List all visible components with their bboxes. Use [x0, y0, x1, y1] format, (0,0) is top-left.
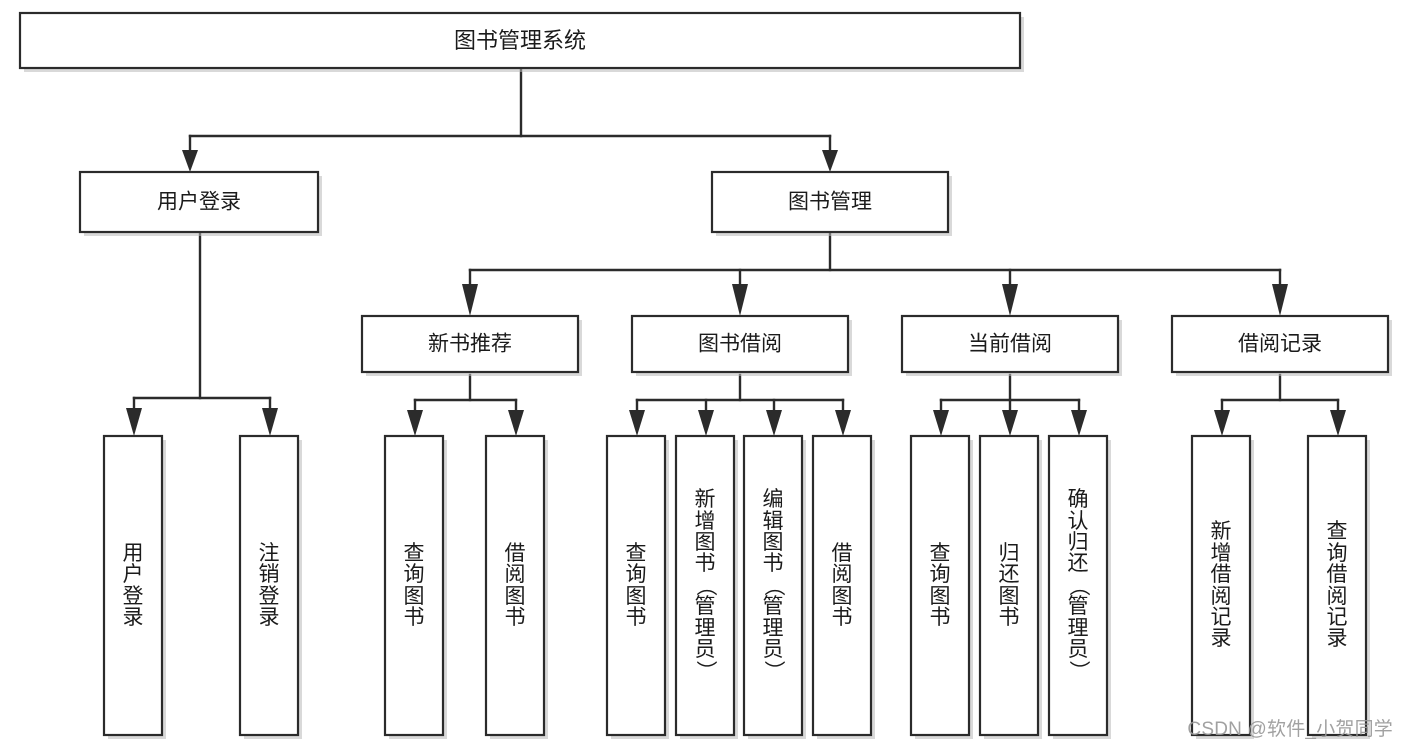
node-current-borrow-label: 当前借阅 [968, 333, 1052, 356]
node-leaf-add-book[interactable] [674, 434, 738, 739]
node-leaf-query-book-2-box[interactable] [605, 434, 667, 737]
node-book-manage[interactable]: 图书管理 [710, 170, 952, 236]
node-leaf-borrow-book-2[interactable] [811, 434, 875, 739]
arrow-user-login [182, 150, 198, 172]
node-leaf-query-book-1[interactable] [383, 434, 447, 739]
node-leaf-query-record-box[interactable] [1306, 434, 1368, 737]
edges-layer [126, 66, 1346, 436]
node-user-login-box[interactable] [78, 170, 320, 234]
arrow-borrow-record [1272, 284, 1288, 316]
arrow-current-borrow [1002, 284, 1018, 316]
node-leaf-return-book-box[interactable] [978, 434, 1040, 737]
node-root[interactable]: 图书管理系统 [18, 11, 1024, 72]
node-book-borrow-box[interactable] [630, 314, 850, 374]
node-borrow-record[interactable]: 借阅记录 [1170, 314, 1392, 376]
node-user-login-label: 用户登录 [157, 191, 241, 214]
node-new-book-recommend-label: 新书推荐 [428, 333, 512, 356]
node-borrow-record-label: 借阅记录 [1238, 333, 1322, 356]
arrow-leaf-user-login [126, 408, 142, 436]
node-leaf-edit-book[interactable] [742, 434, 806, 739]
node-leaf-confirm-return[interactable] [1047, 434, 1111, 739]
arrow-book-borrow [732, 284, 748, 316]
node-leaf-user-login-box[interactable] [102, 434, 164, 737]
node-leaf-query-book-3-box[interactable] [909, 434, 971, 737]
node-new-book-recommend-box[interactable] [360, 314, 580, 374]
arrow-leaf-query-book-2 [629, 410, 645, 436]
arrow-new-book-recommend [462, 284, 478, 316]
node-book-manage-box[interactable] [710, 170, 950, 234]
watermark-text: CSDN @软件_小贺同学 [1187, 719, 1393, 740]
node-leaf-query-book-2[interactable] [605, 434, 669, 739]
node-root-label: 图书管理系统 [454, 28, 586, 53]
node-borrow-record-box[interactable] [1170, 314, 1390, 374]
node-leaf-add-record[interactable] [1190, 434, 1254, 739]
arrow-leaf-user-logout [262, 408, 278, 436]
arrow-leaf-return-book [1002, 410, 1018, 436]
arrow-leaf-borrow-book-2 [835, 410, 851, 436]
arrow-leaf-query-record [1330, 410, 1346, 436]
node-user-login[interactable]: 用户登录 [78, 170, 322, 236]
arrow-leaf-query-book-1 [407, 410, 423, 436]
node-leaf-query-book-1-box[interactable] [383, 434, 445, 737]
node-leaf-borrow-book-1[interactable] [484, 434, 548, 739]
arrow-leaf-query-book-3 [933, 410, 949, 436]
node-root-box[interactable] [18, 11, 1022, 70]
node-leaf-user-logout[interactable] [238, 434, 302, 739]
arrow-book-manage [822, 150, 838, 172]
node-leaf-user-logout-box[interactable] [238, 434, 300, 737]
node-book-borrow-label: 图书借阅 [698, 333, 782, 356]
node-book-manage-label: 图书管理 [788, 191, 872, 214]
arrow-leaf-add-book [698, 410, 714, 436]
arrow-leaf-borrow-book-1 [508, 410, 524, 436]
arrow-leaf-add-record [1214, 410, 1230, 436]
nodes-layer: 图书管理系统 用户登录 图书管理 新书推荐 图书 [18, 11, 1392, 739]
node-current-borrow[interactable]: 当前借阅 [900, 314, 1122, 376]
node-leaf-confirm-return-box[interactable] [1047, 434, 1109, 737]
node-leaf-add-record-box[interactable] [1190, 434, 1252, 737]
node-leaf-edit-book-box[interactable] [742, 434, 804, 737]
node-book-borrow[interactable]: 图书借阅 [630, 314, 852, 376]
node-leaf-query-book-3[interactable] [909, 434, 973, 739]
node-current-borrow-box[interactable] [900, 314, 1120, 374]
arrow-leaf-edit-book [766, 410, 782, 436]
node-leaf-query-record[interactable] [1306, 434, 1370, 739]
arrow-leaf-confirm-return [1071, 410, 1087, 436]
node-leaf-user-login[interactable] [102, 434, 166, 739]
node-leaf-borrow-book-1-box[interactable] [484, 434, 546, 737]
node-leaf-borrow-book-2-box[interactable] [811, 434, 873, 737]
node-leaf-add-book-box[interactable] [674, 434, 736, 737]
node-new-book-recommend[interactable]: 新书推荐 [360, 314, 582, 376]
node-leaf-return-book[interactable] [978, 434, 1042, 739]
